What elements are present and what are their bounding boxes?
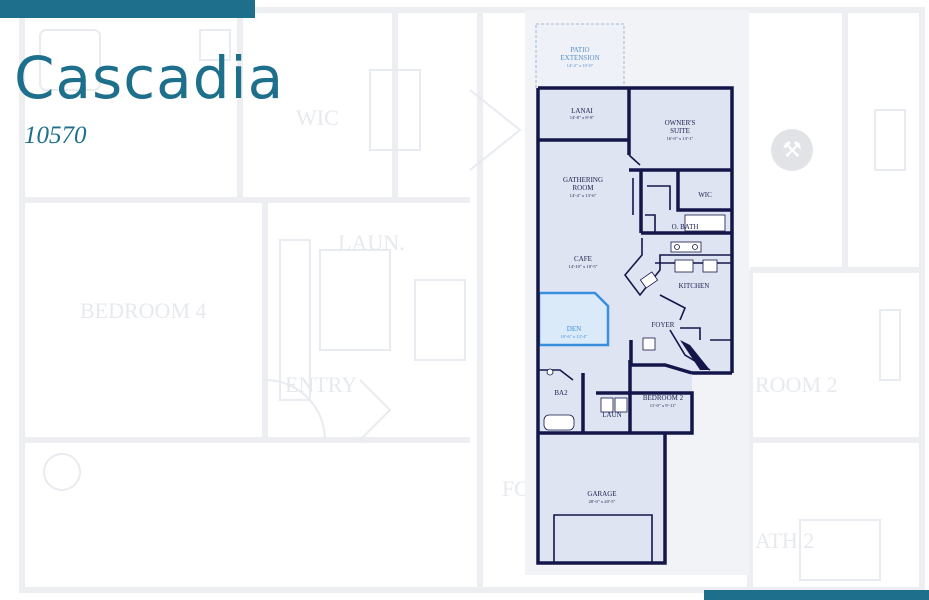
bg-label-wic: WIC — [296, 105, 339, 130]
room-patio-dims: 14'-4" x 10'-0" — [567, 63, 594, 68]
page-title: Cascadia — [14, 44, 285, 112]
room-laun-name: LAUN — [602, 411, 621, 419]
room-kitchen-name: KITCHEN — [679, 282, 710, 290]
room-gathering-dims: 14'-4" x 13'-6" — [570, 193, 597, 198]
room-garage-name: GARAGE — [587, 490, 616, 498]
room-bedroom2-name: BEDROOM 2 — [643, 394, 684, 402]
room-patio-name2: EXTENSION — [560, 54, 599, 62]
bottom-accent-bar — [704, 590, 929, 600]
bg-label-entry: ENTRY — [285, 372, 357, 397]
room-owners-name: OWNER'S — [665, 119, 696, 127]
room-foyer-name: FOYER — [652, 321, 675, 329]
room-ba2-name: BA2 — [554, 389, 568, 397]
room-wic-name: WIC — [698, 191, 712, 199]
top-accent-bar — [0, 0, 255, 18]
floorplan: PATIO EXTENSION 14'-4" x 10'-0" LANAI 14… — [535, 23, 734, 565]
bg-label-bath2: ATH 2 — [755, 528, 814, 553]
room-lanai-name: LANAI — [571, 107, 593, 115]
patio-extension — [535, 23, 625, 89]
plan-number: 10570 — [24, 122, 87, 149]
room-obath-name: O. BATH — [672, 223, 699, 231]
bg-label-bedroom2: ROOM 2 — [755, 372, 838, 397]
room-owners-name2: SUITE — [670, 127, 690, 135]
wrench-screwdriver-icon: ⚒ — [771, 129, 813, 171]
bg-label-laun: LAUN. — [338, 230, 405, 255]
room-gathering-name: GATHERING — [563, 176, 603, 184]
room-den-name: DEN — [567, 325, 581, 333]
room-lanai-dims: 14'-8" x 8'-8" — [570, 115, 595, 120]
room-den-dims: 10'-6" x 12'-4" — [561, 334, 588, 339]
bg-label-bedroom4: BEDROOM 4 — [80, 298, 207, 323]
room-bedroom2-dims: 11'-0" x 9'-11" — [650, 403, 677, 408]
room-patio-name: PATIO — [570, 46, 589, 54]
room-garage-dims: 20'-0" x 20'-5" — [589, 499, 616, 504]
room-cafe-name: CAFE — [574, 255, 592, 263]
room-cafe-dims: 14'-10" x 10'-5" — [568, 264, 597, 269]
room-owners-dims: 16'-0" x 13'-1" — [667, 136, 694, 141]
room-gathering-name2: ROOM — [572, 184, 594, 192]
